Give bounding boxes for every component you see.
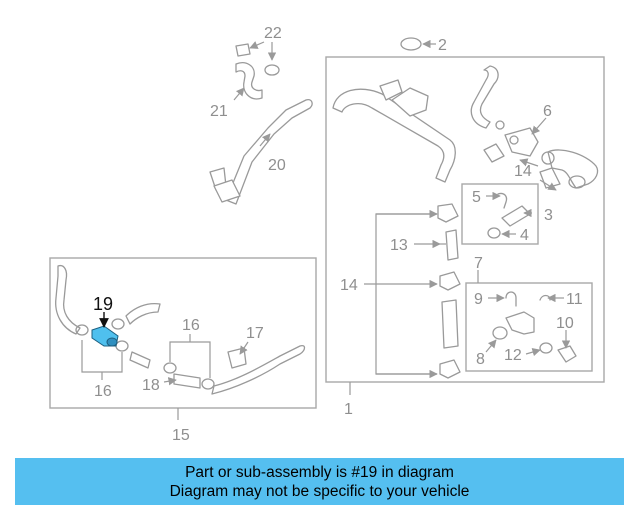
callout-18: 18 — [142, 377, 160, 394]
callout-2: 2 — [438, 37, 447, 54]
small-vent-hose — [470, 65, 499, 129]
info-banner: Part or sub-assembly is #19 in diagram D… — [15, 458, 624, 505]
callout-11: 11 — [566, 291, 583, 308]
callout-17: 17 — [246, 325, 264, 342]
cap-2 — [400, 37, 422, 51]
callout-4: 4 — [520, 227, 529, 244]
callout-14-left: 14 — [340, 277, 358, 294]
callout-6: 6 — [543, 103, 552, 120]
upper-radiator-hose — [332, 79, 456, 183]
sub-box-3 — [461, 183, 539, 245]
assembly-box-1 — [325, 56, 605, 383]
assembly-box-15 — [49, 257, 317, 409]
callout-13: 13 — [390, 237, 408, 254]
callout-10: 10 — [556, 315, 574, 332]
callout-20: 20 — [268, 157, 286, 174]
banner-line-1: Part or sub-assembly is #19 in diagram — [185, 463, 454, 481]
callout-16-top: 16 — [182, 317, 200, 334]
pipe-20 — [209, 98, 313, 205]
callout-5: 5 — [472, 189, 481, 206]
callout-8: 8 — [476, 351, 485, 368]
callout-12: 12 — [504, 347, 522, 364]
callout-3: 3 — [544, 207, 553, 224]
connector-6-assembly — [483, 127, 599, 189]
banner-line-2: Diagram may not be specific to your vehi… — [169, 482, 470, 500]
hose-21 — [235, 62, 263, 100]
callout-19: 19 — [93, 294, 113, 314]
callout-15: 15 — [172, 427, 190, 444]
highlighted-part-19 — [91, 325, 119, 347]
callout-1: 1 — [344, 401, 353, 418]
callout-9: 9 — [474, 291, 483, 308]
callout-21: 21 — [210, 103, 228, 120]
callout-22: 22 — [264, 25, 282, 42]
callout-16-bottom: 16 — [94, 383, 112, 400]
callout-14-right: 14 — [514, 163, 532, 180]
sub-box-7 — [465, 282, 593, 372]
parts-diagram: 1 2 3 4 5 6 7 8 9 10 11 12 13 14 14 15 1… — [49, 25, 605, 444]
callout-7: 7 — [474, 255, 483, 272]
